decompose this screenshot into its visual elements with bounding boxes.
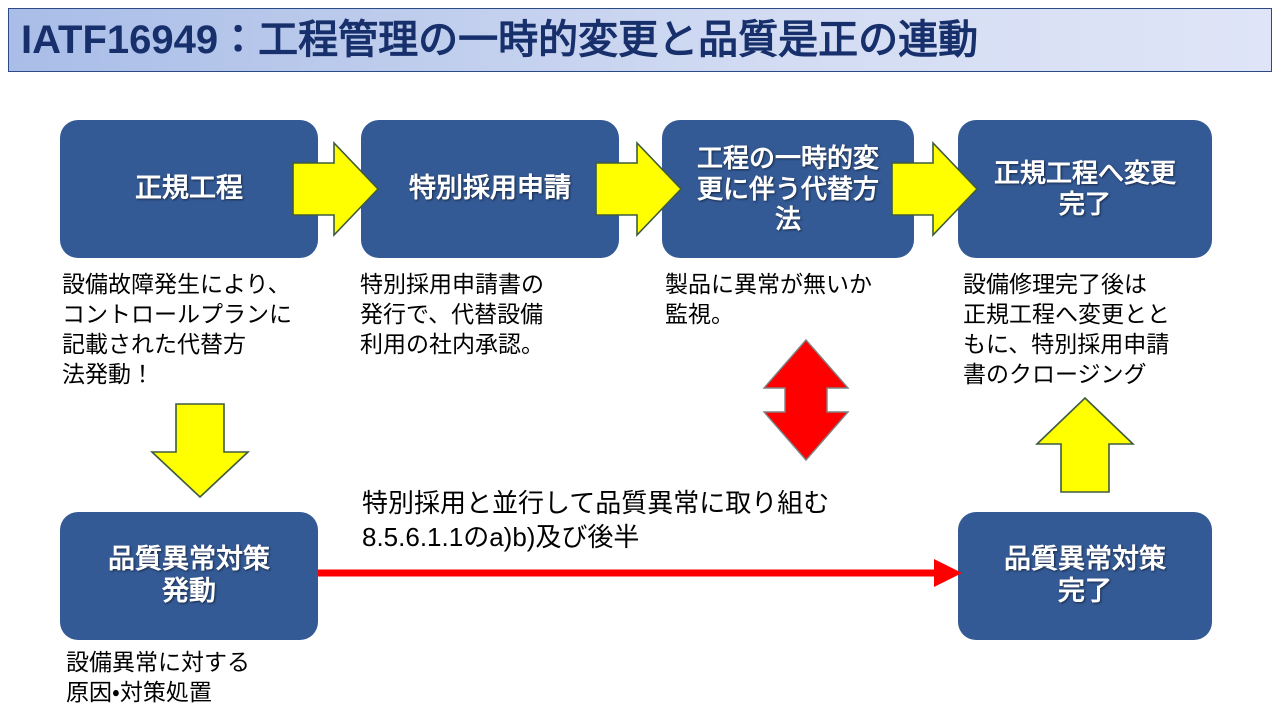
process-box-tokubetsu[interactable]: 特別採用申請: [361, 120, 619, 258]
caption-seikou: 設備故障発生により、 コントロールプランに 記載された代替方 法発動！: [62, 271, 292, 387]
process-box-label: 正規工程へ変更 完了: [993, 158, 1176, 219]
process-box-ichiji[interactable]: 工程の一時的変 更に伴う代替方 法: [662, 120, 914, 258]
arrow-seikou-to-hatsudou: [149, 403, 251, 499]
center-note: 特別採用と並行して品質異常に取り組む 8.5.6.1.1のa)b)及び後半: [362, 488, 830, 553]
process-box-label: 品質異常対策 完了: [1004, 544, 1166, 606]
caption-henkou: 設備修理完了後は 正規工程へ変更とと もに、特別採用申請 書のクロージング: [963, 271, 1170, 387]
page-title: IATF16949：工程管理の一時的変更と品質是正の連動: [21, 18, 979, 62]
arrow-kanryou-to-henkou: [1035, 396, 1135, 493]
arrow-ichiji-updown: [762, 338, 850, 462]
caption-ichiji: 製品に異常が無いか 監視。: [665, 271, 872, 327]
arrow-hatsudou-to-kanryou: [318, 559, 962, 587]
process-box-label: 特別採用申請: [409, 173, 571, 204]
process-box-label: 品質異常対策 発動: [108, 544, 270, 606]
process-box-seikou[interactable]: 正規工程: [60, 120, 318, 258]
caption-tokubetsu: 特別採用申請書の 発行で、代替設備 利用の社内承認。: [360, 271, 544, 357]
process-box-kanryou[interactable]: 品質異常対策 完了: [958, 512, 1212, 640]
caption-hatsudou: 設備異常に対する 原因・対策処置: [66, 649, 250, 705]
process-box-label: 工程の一時的変 更に伴う代替方 法: [696, 142, 879, 235]
title-banner: IATF16949：工程管理の一時的変更と品質是正の連動: [8, 8, 1272, 72]
process-box-hatsudou[interactable]: 品質異常対策 発動: [60, 512, 318, 640]
process-box-henkou[interactable]: 正規工程へ変更 完了: [958, 120, 1212, 258]
process-box-label: 正規工程: [135, 173, 243, 204]
